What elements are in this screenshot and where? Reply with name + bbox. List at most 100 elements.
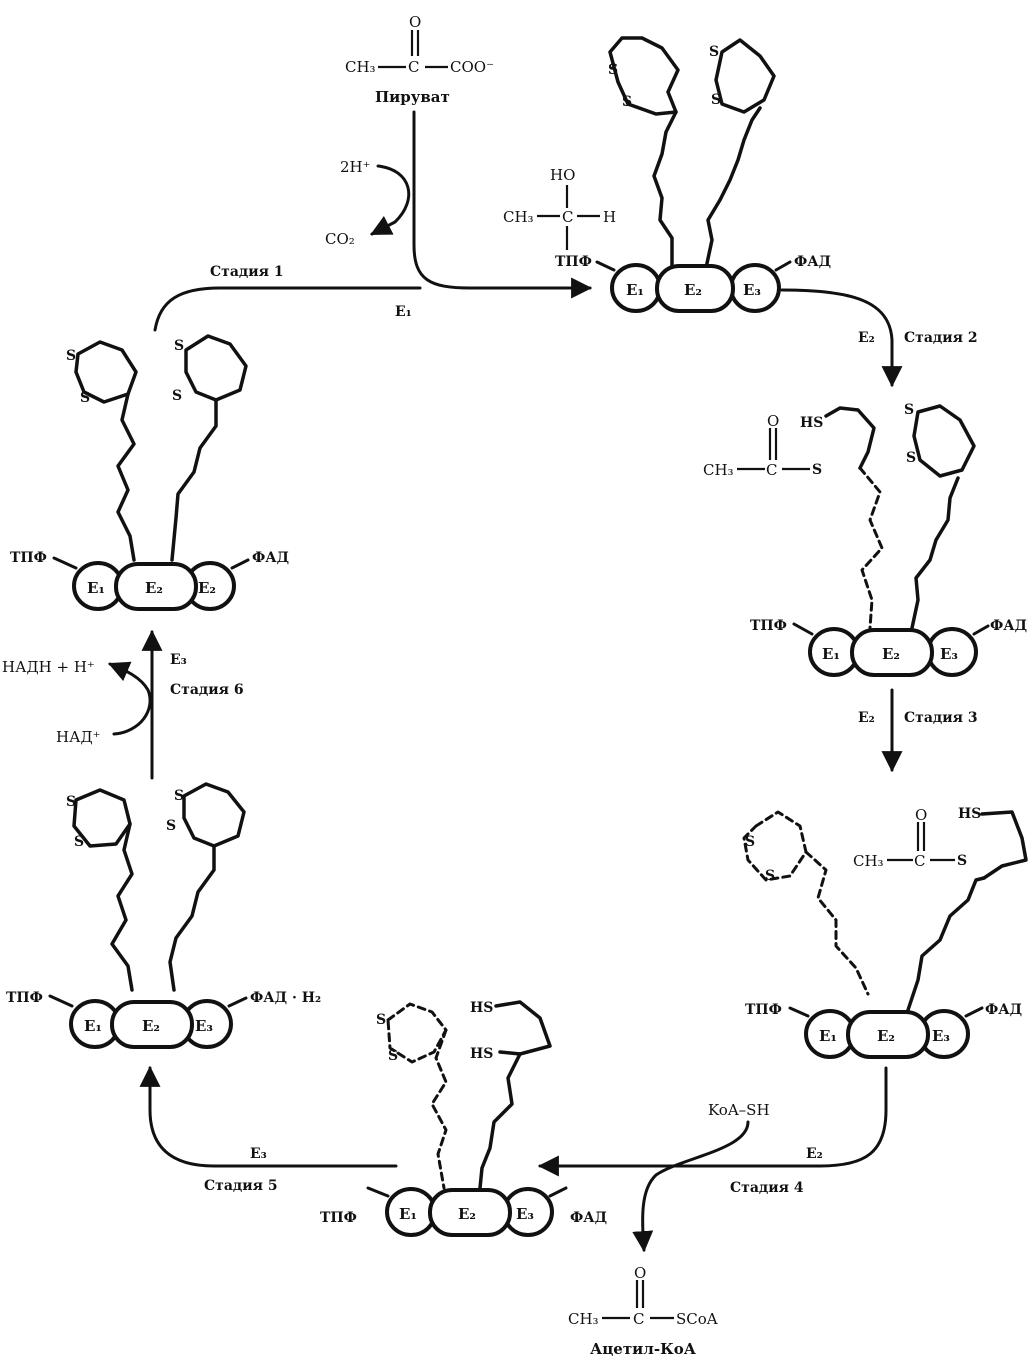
svg-text:S: S (172, 388, 182, 404)
svg-text:ФАД: ФАД (990, 618, 1027, 634)
svg-text:ФАД: ФАД (252, 550, 289, 566)
svg-text:E₃: E₃ (932, 1027, 950, 1045)
svg-text:ФАД: ФАД (985, 1002, 1022, 1018)
svg-text:S: S (66, 348, 76, 364)
stage-3-label: Стадия 3 (904, 710, 978, 726)
pyruvate-c: C (408, 58, 419, 76)
stage-5-label: Стадия 5 (204, 1178, 278, 1194)
reduced-dithiolane-left (742, 810, 808, 882)
svg-text:ФАД · Н₂: ФАД · Н₂ (250, 990, 321, 1006)
svg-text:S: S (66, 794, 76, 810)
stage-1-enzyme: E₁ (395, 304, 412, 320)
fad-label: ФАД (794, 254, 831, 270)
reduced-dithiolane-d (386, 1002, 448, 1064)
svg-text:S: S (376, 1012, 386, 1028)
acetyl-coa-name: Ацетил-КоА (590, 1340, 697, 1358)
svg-text:HS: HS (470, 1046, 493, 1062)
stage-2-arrow (780, 288, 903, 388)
stage-4-enzyme: E₂ (806, 1146, 823, 1162)
stage-4-arrow (537, 1066, 888, 1177)
svg-text:HS: HS (470, 1000, 493, 1016)
complex-b: CH₃ C O S HS S S E₁ E₂ E₃ ТПФ ФАД (703, 402, 1027, 677)
svg-text:HS: HS (958, 806, 981, 822)
svg-text:S: S (745, 834, 755, 850)
svg-text:S: S (904, 402, 914, 418)
svg-text:HS: HS (800, 415, 823, 431)
svg-text:S: S (957, 853, 967, 869)
svg-text:S: S (174, 338, 184, 354)
svg-text:E₃: E₃ (195, 1017, 213, 1035)
enzyme-e2 (655, 264, 735, 313)
pyruvate-coo: COO⁻ (450, 58, 494, 76)
svg-text:S: S (765, 868, 775, 884)
lipoyl-arm-left (652, 110, 678, 270)
complex-c: S S CH₃ C O S HS E₁ E₂ E₃ ТПФ ФАД (742, 806, 1028, 1059)
lipoyl-arm-right-e (168, 844, 216, 992)
stage-6-enzyme: E₃ (170, 652, 187, 668)
stage-1-label: Стадия 1 (210, 264, 284, 280)
complex-a: HO CH₃ C H S S S S E₁ E₂ E₃ ТПФ ФАД (503, 36, 831, 313)
svg-text:E₂: E₂ (877, 1027, 895, 1045)
svg-text:E₂: E₂ (458, 1205, 476, 1223)
svg-text:E₂: E₂ (145, 579, 163, 597)
complex-f: S S S S E₁ E₂ E₂ ТПФ ФАД (10, 334, 289, 611)
svg-text:ФАД: ФАД (570, 1210, 607, 1226)
svg-text:S: S (80, 390, 90, 406)
lipoyl-arm-right-f (170, 398, 218, 562)
svg-text:E₂: E₂ (882, 645, 900, 663)
hydroxyethyl-h: H (603, 208, 616, 226)
stage-2-enzyme: E₂ (858, 330, 875, 346)
complex-e: S S S S E₁ E₂ E₃ ТПФ ФАД · Н₂ (6, 782, 321, 1049)
nad-plus-label: НАД⁺ (56, 728, 101, 746)
stage-4-label: Стадия 4 (730, 1180, 804, 1196)
co2-label: CO₂ (325, 230, 355, 248)
svg-text:ТПФ: ТПФ (750, 618, 787, 634)
stage-5-arrow (139, 1065, 398, 1168)
svg-text:S: S (388, 1048, 398, 1064)
svg-text:S: S (74, 834, 84, 850)
stage-3-enzyme: E₂ (858, 710, 875, 726)
svg-text:C: C (914, 852, 925, 870)
svg-text:S: S (812, 462, 822, 478)
svg-text:SCoA: SCoA (676, 1310, 718, 1328)
svg-text:E₁: E₁ (626, 281, 644, 299)
acetylated-lipoyl-arm (858, 466, 884, 630)
svg-text:CH₃: CH₃ (703, 461, 734, 479)
svg-text:ТПФ: ТПФ (10, 550, 47, 566)
svg-text:C: C (633, 1310, 644, 1328)
lipoyl-arm-left-e (110, 822, 134, 992)
complex-d: S S HS HS E₁ E₂ E₃ ТПФ ФАД (320, 1000, 607, 1237)
svg-text:E₁: E₁ (399, 1205, 417, 1223)
svg-text:ТПФ: ТПФ (6, 990, 43, 1006)
svg-text:E₃: E₃ (743, 281, 761, 299)
stage-5-enzyme: E₃ (250, 1146, 267, 1162)
svg-text:E₂: E₂ (684, 281, 702, 299)
pyruvate-entry-arrow (412, 110, 593, 299)
dithiolane-ring-left (608, 36, 680, 116)
svg-text:E₂: E₂ (198, 579, 216, 597)
svg-text:E₃: E₃ (940, 645, 958, 663)
koa-sh-label: KoA–SH (708, 1101, 770, 1119)
svg-text:E₂: E₂ (142, 1017, 160, 1035)
co2-release-arrow (370, 164, 411, 236)
lipoyl-arm-right (704, 106, 762, 270)
stage-6-label: Стадия 6 (170, 682, 244, 698)
svg-text:S: S (711, 92, 721, 108)
pyruvate-o: O (409, 13, 421, 31)
tpf-label: ТПФ (555, 254, 592, 270)
lipoyl-arm-right-c (906, 876, 986, 1012)
svg-text:S: S (906, 450, 916, 466)
lipoyl-arm-left-f (116, 392, 136, 562)
svg-text:E₁: E₁ (87, 579, 105, 597)
acetyl-coa-release-arrow (632, 1120, 750, 1253)
svg-text:CH₃: CH₃ (853, 852, 884, 870)
svg-text:E₁: E₁ (819, 1027, 837, 1045)
nadh-label: НАДН + Н⁺ (2, 658, 95, 676)
svg-text:O: O (915, 806, 927, 824)
hydroxyethyl-c: C (562, 208, 573, 226)
svg-text:E₃: E₃ (516, 1205, 534, 1223)
svg-text:S: S (166, 818, 176, 834)
svg-text:O: O (767, 412, 779, 430)
pyruvate-ch3: CH₃ (345, 58, 376, 76)
